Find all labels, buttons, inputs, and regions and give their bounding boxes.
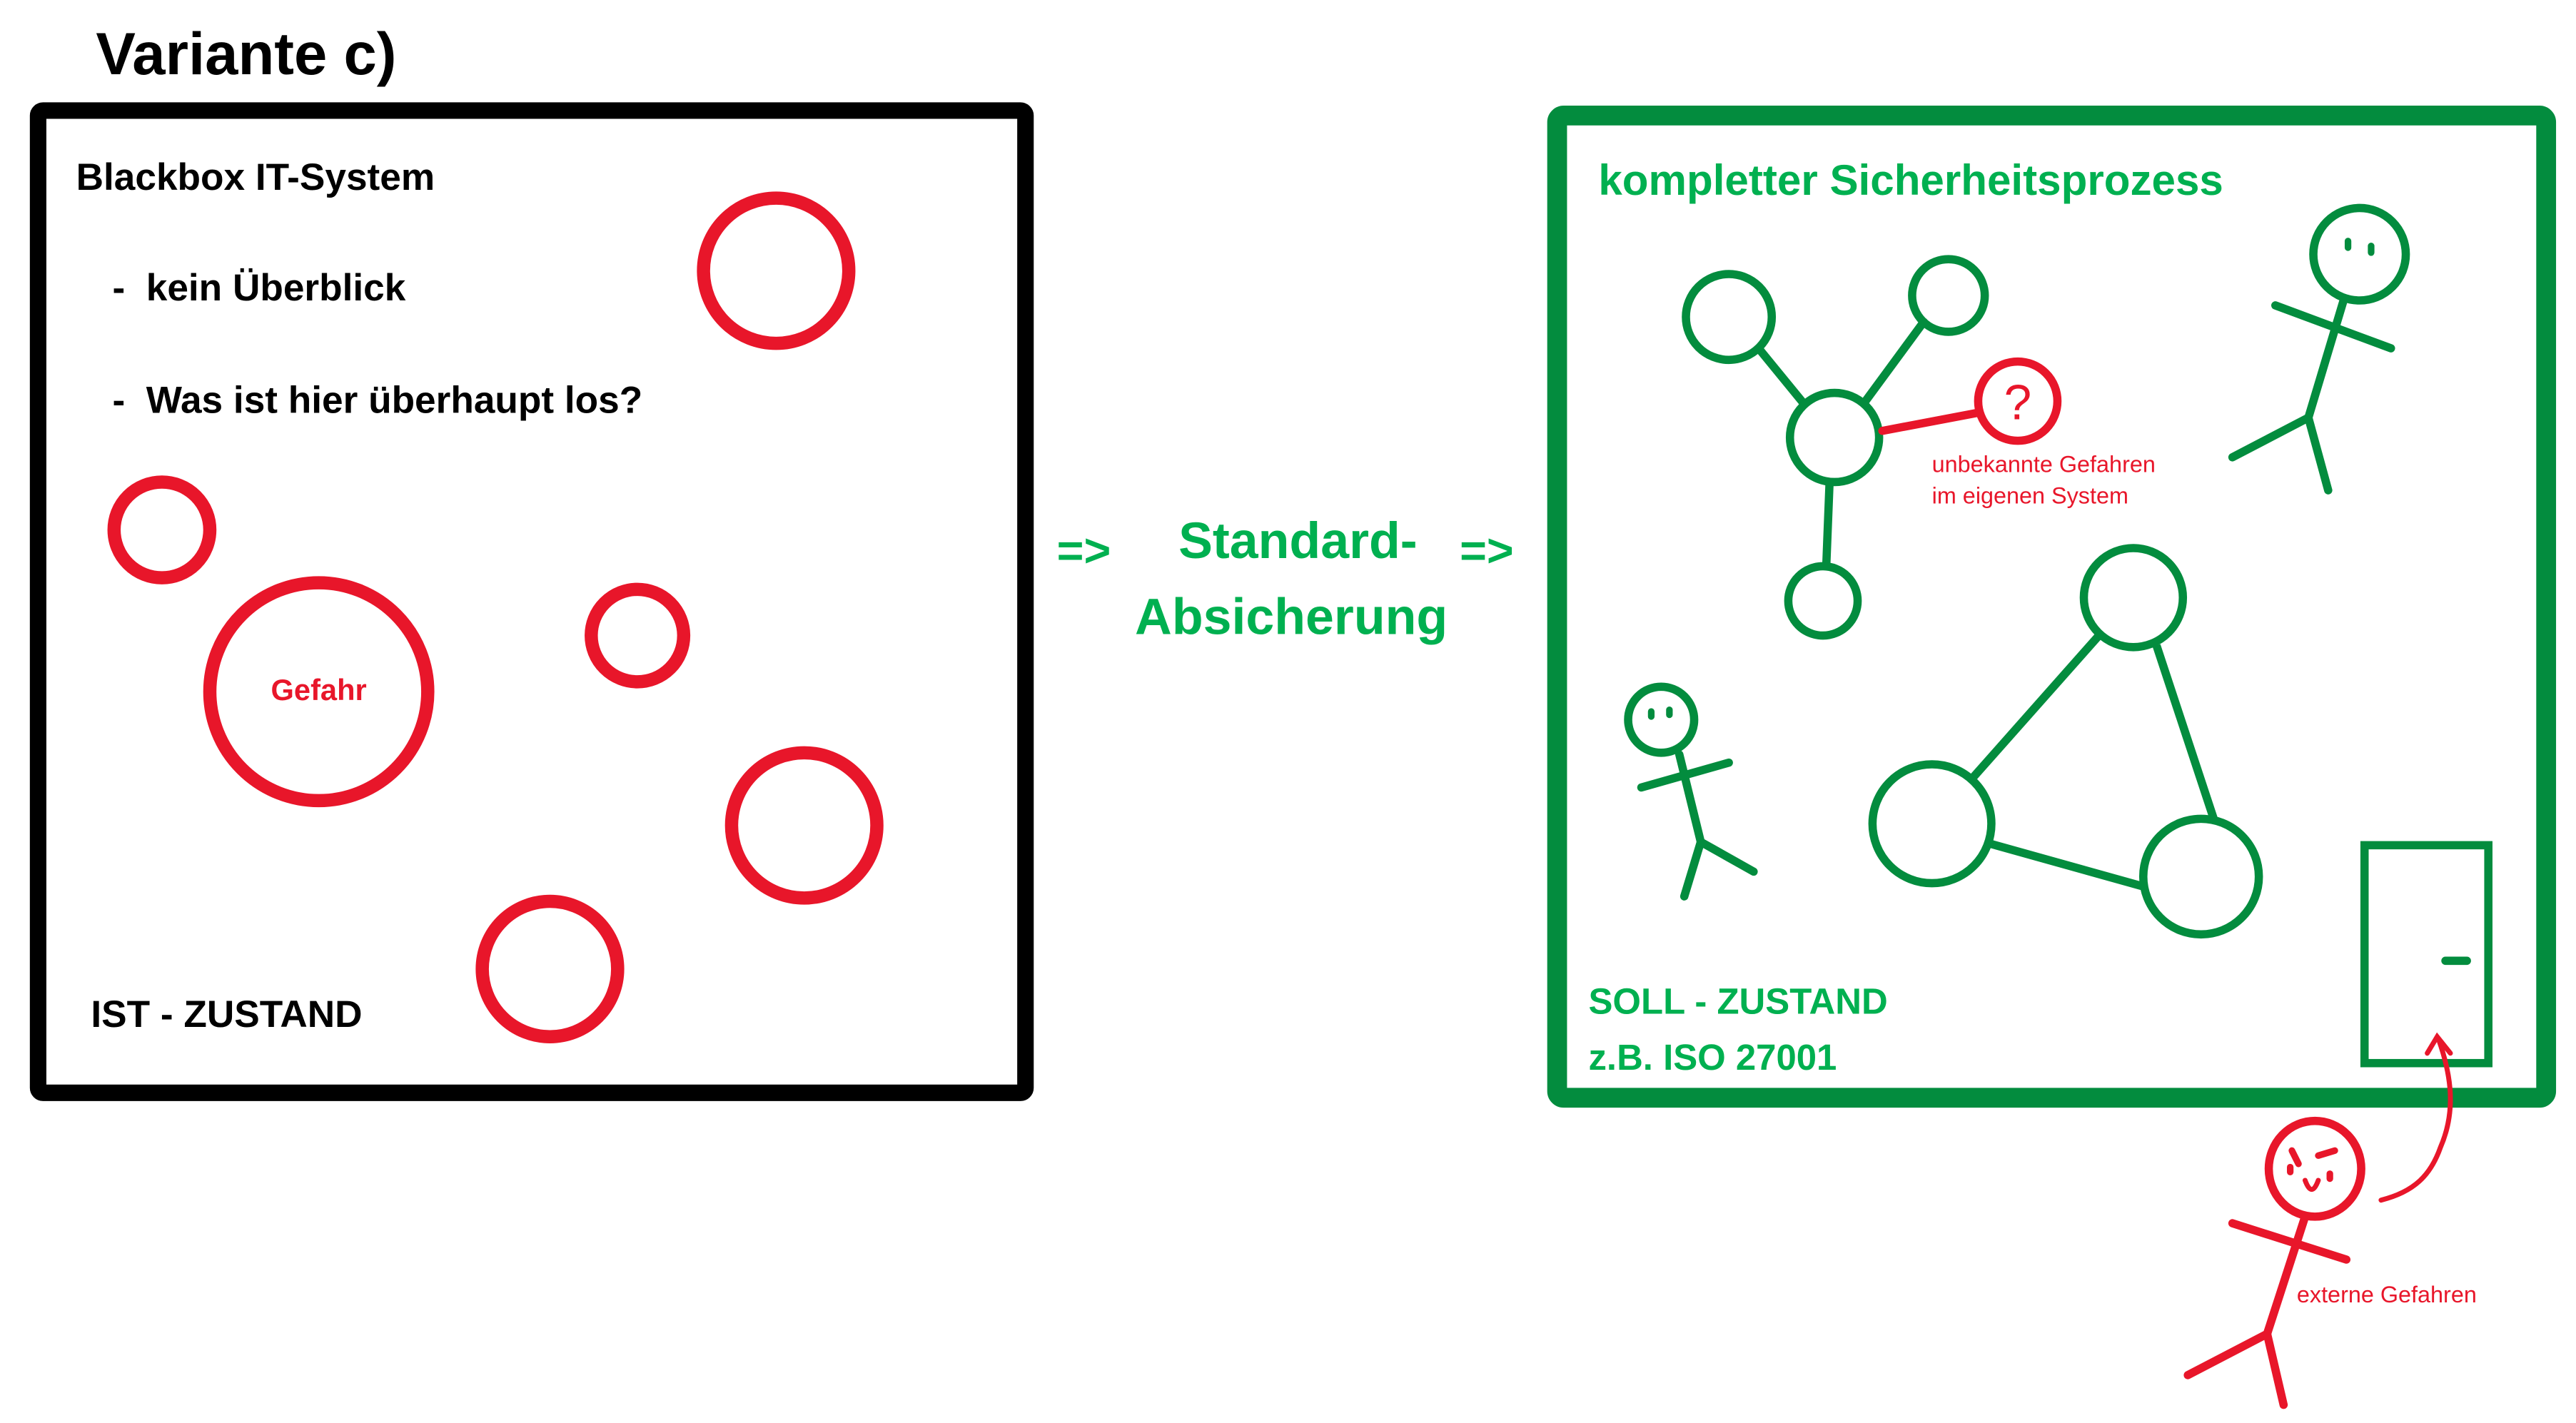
danger-circle xyxy=(475,894,625,1043)
bullet-question: - Was ist hier überhaupt los? xyxy=(112,379,642,421)
unknown-threats-line1: unbekannte Gefahren xyxy=(1932,452,2156,477)
question-mark-icon: ? xyxy=(2004,375,2032,430)
door-icon xyxy=(2360,841,2492,1068)
unknown-threat-link xyxy=(1878,408,1983,435)
standard-label: Standard- xyxy=(1178,512,1418,569)
danger-circle xyxy=(107,475,217,584)
network-graph xyxy=(1682,255,1989,640)
absicherung-label: Absicherung xyxy=(1135,588,1448,645)
process-heading: kompletter Sicherheitsprozess xyxy=(1598,156,2223,204)
external-threats-label: externe Gefahren xyxy=(2297,1282,2477,1307)
transition-label: => Standard- Absicherung => xyxy=(1057,512,1514,645)
arrow-right: => xyxy=(1460,524,1514,576)
danger-circle xyxy=(585,582,691,689)
triangle-graph xyxy=(1868,544,2263,939)
danger-label: Gefahr xyxy=(271,673,367,707)
soll-zustand-label: SOLL - ZUSTAND xyxy=(1589,981,1888,1021)
diagram-title: Variante c) xyxy=(96,21,396,87)
danger-circle-main xyxy=(203,576,435,808)
danger-circle xyxy=(697,191,856,350)
danger-circle xyxy=(724,746,884,905)
unknown-threats-line2: im eigenen System xyxy=(1932,483,2128,509)
ist-zustand-label: IST - ZUSTAND xyxy=(91,993,362,1035)
stick-figure-user-small xyxy=(1624,682,1758,901)
blackbox-heading: Blackbox IT-System xyxy=(76,156,435,198)
iso-label: z.B. ISO 27001 xyxy=(1589,1037,1837,1078)
ist-zustand-box: Blackbox IT-System - kein Überblick - Wa… xyxy=(29,102,1034,1101)
unknown-threat-circle xyxy=(1974,357,2062,445)
arrow-left: => xyxy=(1057,524,1111,576)
bullet-overview: - kein Überblick xyxy=(112,267,405,309)
soll-zustand-box: kompletter Sicherheitsprozess ? unbekann… xyxy=(1547,106,2557,1108)
stick-figure-attacker xyxy=(2183,1116,2365,1409)
stick-figure-user-large xyxy=(2228,203,2410,495)
attack-arrow xyxy=(2378,1032,2453,1203)
